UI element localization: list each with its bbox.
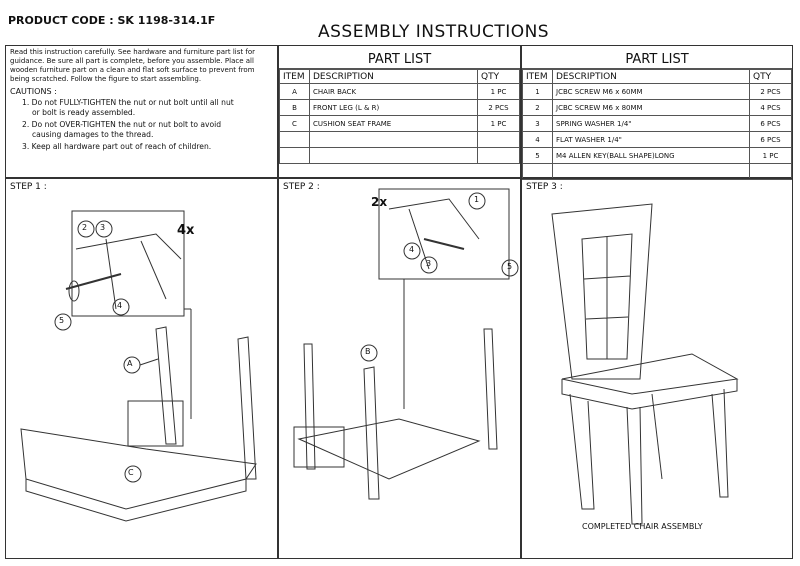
quantity-multiplier: 4x xyxy=(177,223,195,238)
callout-3: 3 xyxy=(100,223,106,232)
callout-4: 4 xyxy=(117,301,123,310)
callout-c: C xyxy=(128,468,134,477)
step-label: STEP 3 : xyxy=(526,182,563,192)
quantity-multiplier: 2x xyxy=(371,195,388,209)
caution-3: 3. Keep all hardware part out of reach o… xyxy=(22,142,212,151)
step-1-panel: STEP 1 : 4x 2 3 4 5 A C xyxy=(5,178,278,559)
step-2-illustration xyxy=(293,188,519,500)
completed-caption: COMPLETED CHAIR ASSEMBLY xyxy=(582,522,703,531)
callout-a: A xyxy=(127,359,133,368)
callout-b: B xyxy=(365,347,371,356)
step-2-panel: STEP 2 : 2x 1 4 3 5 B xyxy=(278,178,521,559)
part-list-title: PART LIST xyxy=(279,50,520,69)
caution-2: 2. Do not OVER-TIGHTEN the nut or nut bo… xyxy=(22,120,222,139)
step-3-panel: STEP 3 : COMPLETED CHAIR ASSEMBLY xyxy=(521,178,793,559)
caution-1: 1. Do not FULLY-TIGHTEN the nut or nut b… xyxy=(22,98,234,117)
callout-4: 4 xyxy=(409,245,415,254)
intro-text: Read this instruction carefully. See har… xyxy=(10,48,255,83)
instructions-box: Read this instruction carefully. See har… xyxy=(5,45,278,178)
callout-5: 5 xyxy=(59,316,65,325)
step-1-illustration xyxy=(20,210,257,522)
callout-1: 1 xyxy=(474,195,480,204)
step-label: STEP 1 : xyxy=(10,182,47,192)
step-label: STEP 2 : xyxy=(283,182,320,192)
callout-3: 3 xyxy=(426,259,432,268)
part-list-title: PART LIST xyxy=(522,50,792,69)
product-code: PRODUCT CODE : SK 1198-314.1F xyxy=(8,14,216,27)
page-title: ASSEMBLY INSTRUCTIONS xyxy=(318,22,550,42)
callout-2: 2 xyxy=(82,223,88,232)
completed-chair-illustration xyxy=(551,203,739,525)
cautions-label: CAUTIONS : xyxy=(10,87,57,96)
callout-5: 5 xyxy=(507,262,513,271)
